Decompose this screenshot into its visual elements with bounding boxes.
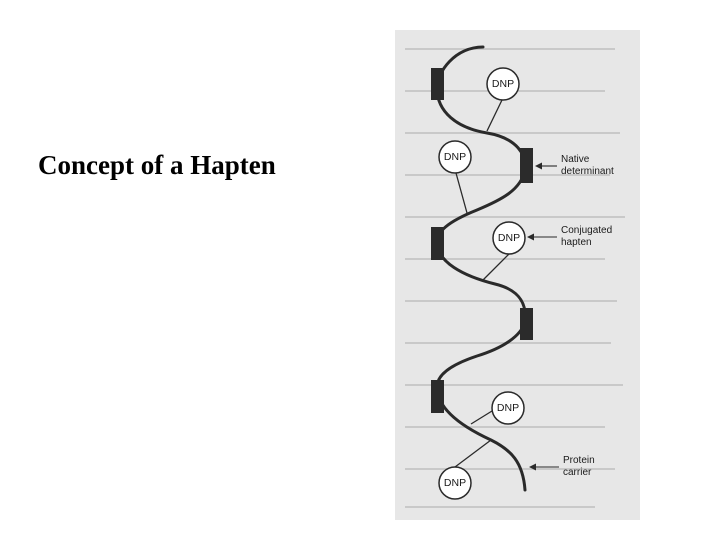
arrow-head <box>535 162 542 170</box>
native-determinant-label-line1: Native <box>561 154 590 165</box>
scan-line <box>405 506 595 508</box>
hapten-label: DNP <box>498 232 520 244</box>
native-determinant <box>431 380 444 413</box>
hapten-tether <box>482 253 510 281</box>
conjugated-hapten-label-line1: Conjugated <box>561 225 612 236</box>
scan-texture <box>395 30 640 520</box>
scan-line <box>405 426 605 428</box>
native-determinant-callout: Native determinant <box>535 154 614 177</box>
arrow-head <box>527 233 534 241</box>
hapten-label: DNP <box>444 477 466 489</box>
hapten-diagram-svg: DNP DNP DNP DNP DNP Native determinant <box>395 30 640 520</box>
dnp-hapten: DNP <box>491 391 525 425</box>
scan-background <box>395 30 640 520</box>
hapten-label: DNP <box>444 151 466 163</box>
conjugated-hapten-callout: Conjugated hapten <box>527 225 612 248</box>
native-determinant <box>431 68 444 100</box>
scan-line <box>405 300 617 302</box>
protein-carrier-callout: Protein carrier <box>529 455 595 478</box>
native-determinant <box>431 227 444 260</box>
scan-line <box>405 132 620 134</box>
hapten-circle <box>438 466 472 500</box>
scan-line <box>405 258 605 260</box>
dnp-hapten: DNP <box>438 140 472 174</box>
scan-line <box>405 468 615 470</box>
hapten-circle <box>492 221 526 255</box>
dnp-hapten: DNP <box>438 466 472 500</box>
native-determinant <box>520 308 533 340</box>
protein-carrier-label-line2: carrier <box>563 467 592 478</box>
scan-line <box>405 216 625 218</box>
hapten-diagram: DNP DNP DNP DNP DNP Native determinant <box>395 30 640 520</box>
hapten-label: DNP <box>492 78 514 90</box>
hapten-tethers <box>454 99 510 468</box>
dnp-hapten: DNP <box>486 67 520 101</box>
scan-line <box>405 48 615 50</box>
conjugated-hapten-label-line2: hapten <box>561 237 592 248</box>
hapten-tether <box>470 410 493 425</box>
scan-line <box>405 174 610 176</box>
hapten-tether <box>486 99 503 132</box>
native-determinant <box>520 148 533 183</box>
hapten-tether <box>454 439 492 468</box>
native-determinants <box>431 68 533 413</box>
hapten-circle <box>491 391 525 425</box>
hapten-circle <box>486 67 520 101</box>
hapten-tether <box>455 172 468 214</box>
protein-carrier-label-line1: Protein <box>563 455 595 466</box>
native-determinant-label-line2: determinant <box>561 166 614 177</box>
arrow-head <box>529 463 536 471</box>
scan-line <box>405 384 623 386</box>
dnp-hapten: DNP <box>492 221 526 255</box>
hapten-circle <box>438 140 472 174</box>
slide-title: Concept of a Hapten <box>38 150 276 180</box>
hapten-label: DNP <box>497 402 519 414</box>
